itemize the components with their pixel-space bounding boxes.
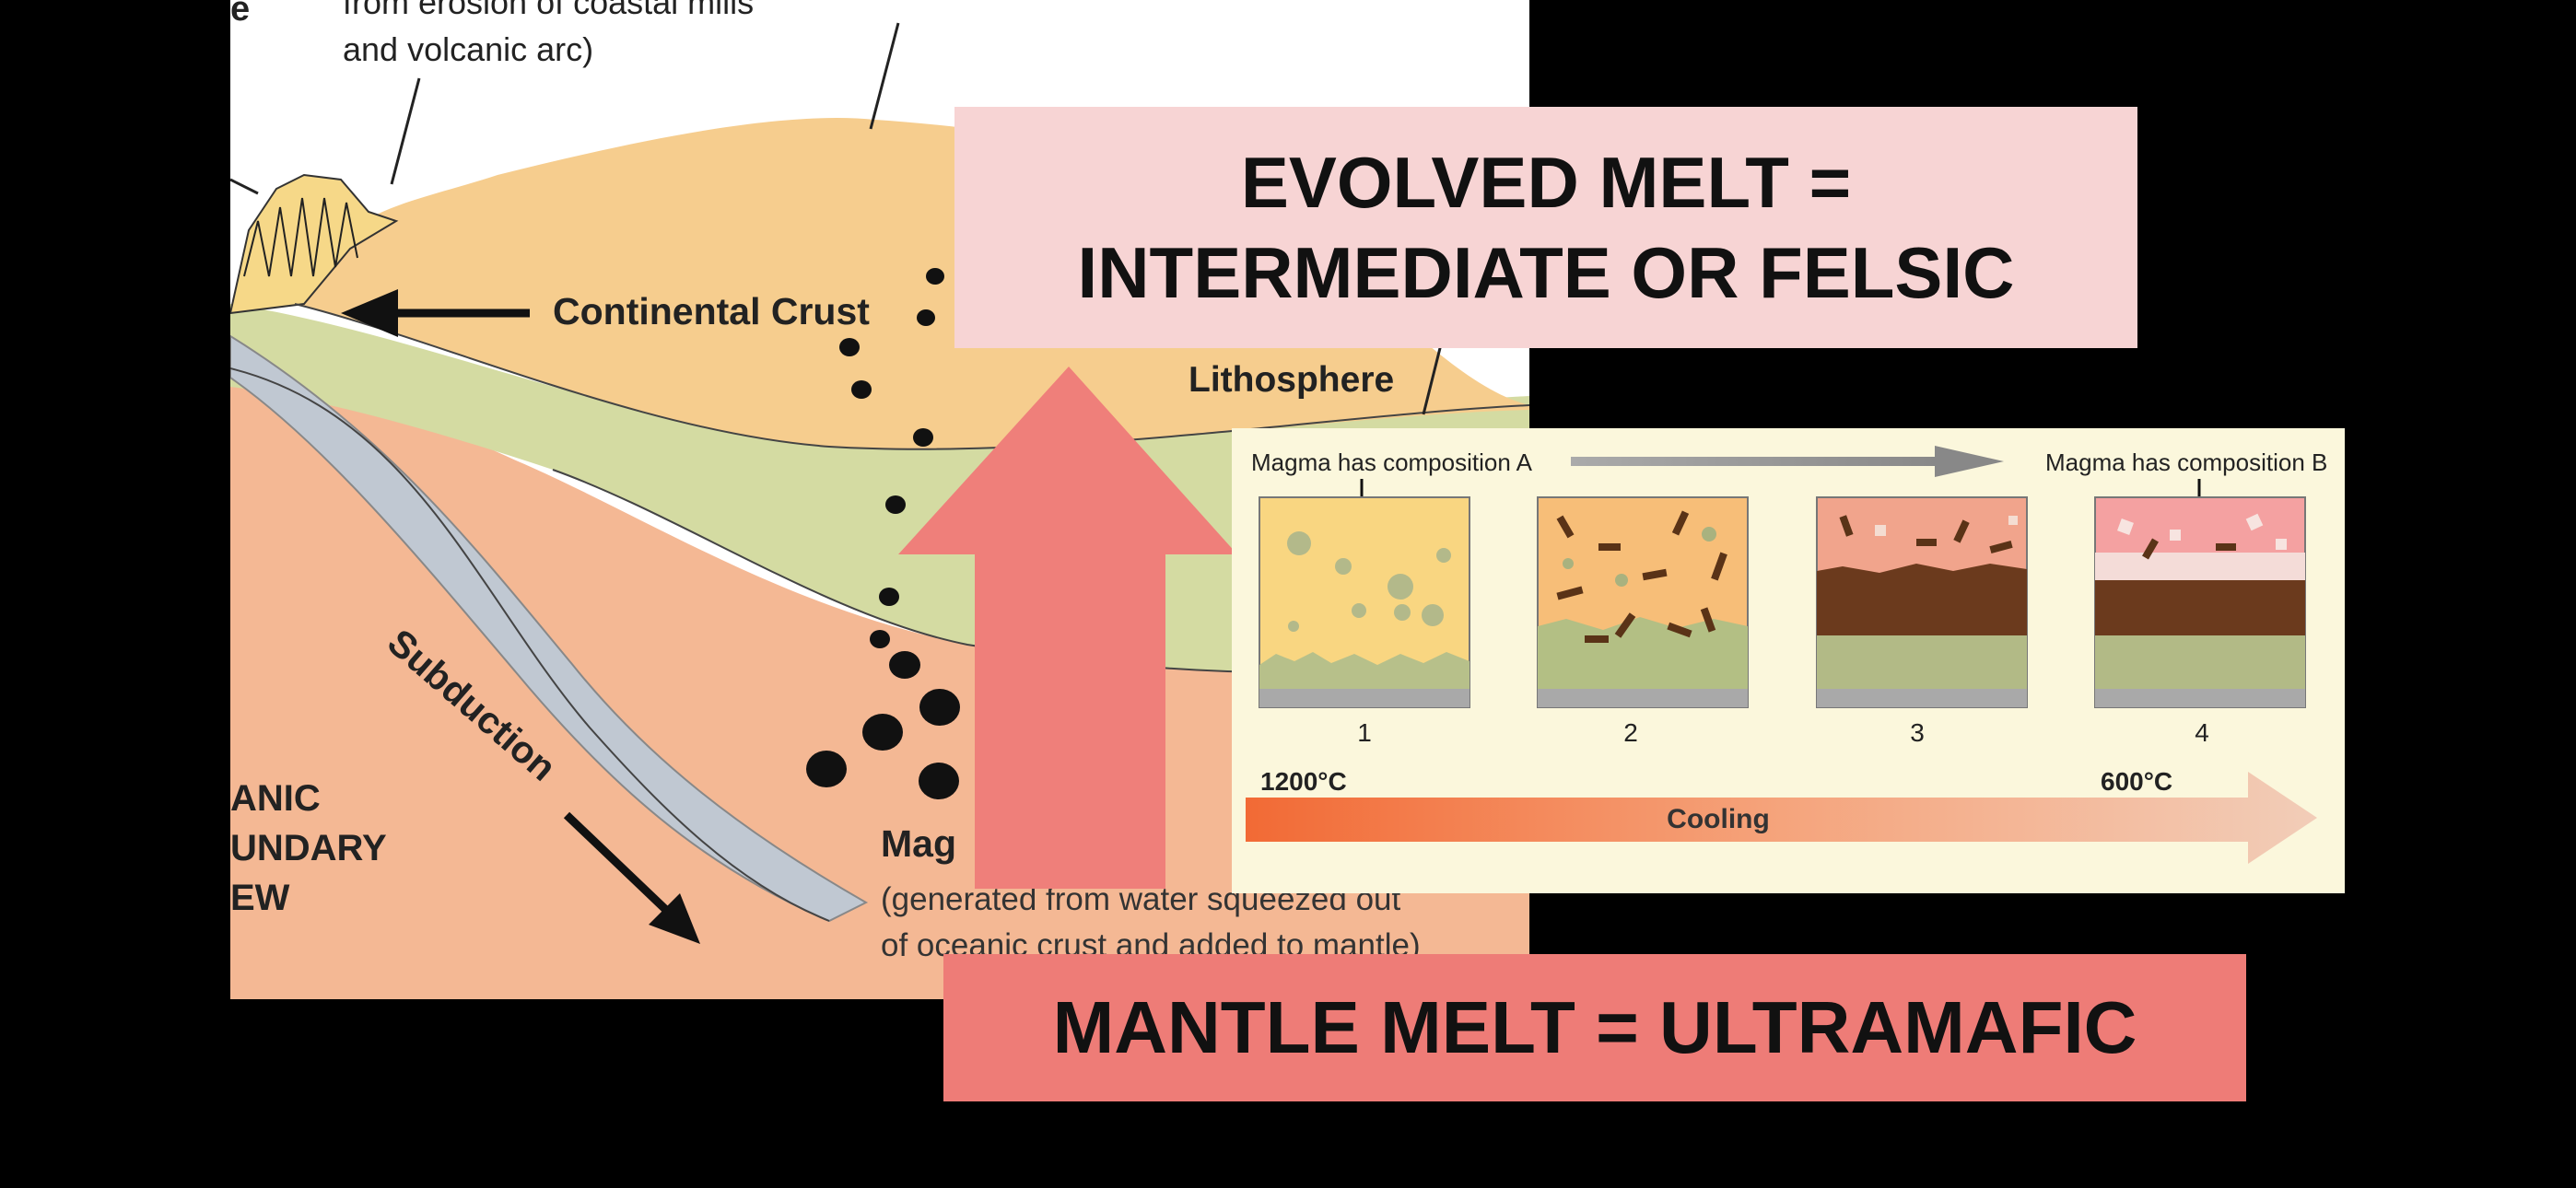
lithospheric-mantle bbox=[230, 304, 1529, 672]
stage-number-3: 3 bbox=[1910, 718, 1925, 747]
stage-panel-3 bbox=[1816, 496, 2028, 708]
leader-line-2 bbox=[869, 22, 900, 130]
subduction-arrow-shaft bbox=[563, 811, 672, 915]
top-caption-line2: and volcanic arc) bbox=[343, 30, 593, 68]
magma-droplets bbox=[806, 268, 960, 799]
asthenosphere bbox=[230, 368, 1529, 999]
left-edge-letter: e bbox=[230, 0, 250, 29]
continental-crust-label: Continental Crust bbox=[553, 290, 870, 332]
stage-number-2: 2 bbox=[1623, 718, 1638, 747]
leader-line-3 bbox=[1422, 340, 1444, 415]
wedge-folds bbox=[243, 197, 358, 277]
cooling-arrow bbox=[1246, 772, 2317, 864]
stage-panel-1 bbox=[1259, 496, 1470, 708]
magma-label: Mag bbox=[881, 822, 956, 865]
progression-arrow-shaft bbox=[1571, 457, 1939, 466]
composition-a-label: Magma has composition A bbox=[1251, 448, 1533, 476]
top-caption-line1: from erosion of coastal mills bbox=[343, 0, 754, 21]
boundary-label-line2: UNDARY bbox=[230, 828, 387, 868]
cooling-label: Cooling bbox=[1667, 804, 1770, 834]
slab-surface-line bbox=[230, 367, 830, 922]
accretionary-wedge bbox=[230, 173, 399, 315]
boundary-label-line3: EW bbox=[230, 878, 290, 918]
melt-evolution-arrow bbox=[898, 367, 1237, 889]
stage-panel-2 bbox=[1537, 496, 1749, 708]
evolved-melt-text: EVOLVED MELT = INTERMEDIATE OR FELSIC bbox=[954, 107, 2137, 348]
composition-b-label: Magma has composition B bbox=[2045, 448, 2327, 476]
leader-line-1 bbox=[390, 77, 421, 185]
lithosphere-label: Lithosphere bbox=[1188, 360, 1394, 400]
subduction-arrow-head bbox=[649, 893, 700, 944]
moho-line bbox=[294, 303, 1529, 450]
evolved-melt-line2: INTERMEDIATE OR FELSIC bbox=[1077, 232, 2015, 313]
stage-number-4: 4 bbox=[2195, 718, 2209, 747]
stage-panel-4 bbox=[2094, 496, 2306, 708]
progression-arrow-head bbox=[1935, 446, 2004, 477]
crust-arrow-head bbox=[341, 289, 398, 337]
mantle-melt-text: MANTLE MELT = ULTRAMAFIC bbox=[1052, 986, 2137, 1068]
stage-number-1: 1 bbox=[1357, 718, 1372, 747]
evolved-melt-box bbox=[954, 107, 2137, 348]
temp-start-label: 1200°C bbox=[1260, 767, 1347, 796]
evolved-melt-line1: EVOLVED MELT = bbox=[1240, 142, 1852, 223]
mantle-melt-box bbox=[943, 954, 2246, 1101]
temp-end-label: 600°C bbox=[2101, 767, 2172, 796]
boundary-label-line1: ANIC bbox=[230, 778, 321, 819]
leader-line-4 bbox=[230, 178, 259, 195]
